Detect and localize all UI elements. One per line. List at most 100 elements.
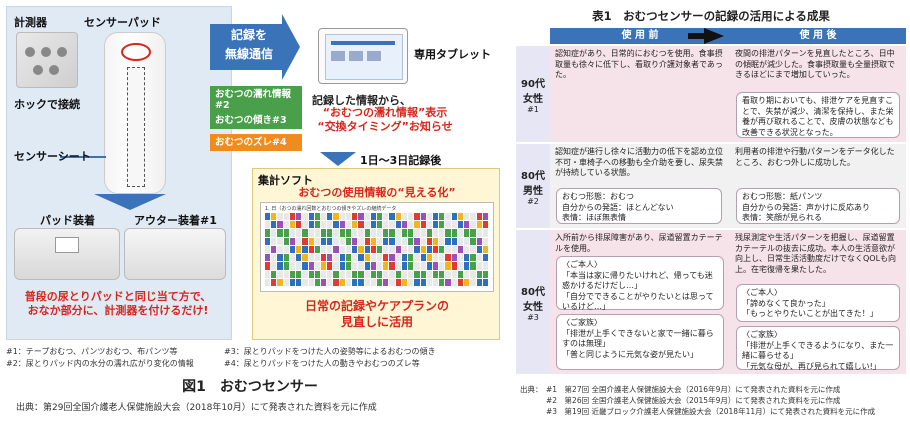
grid-cell — [457, 278, 464, 286]
grid-cell — [426, 254, 432, 262]
review-message: 日常の記録やケアプランの 見直しに活用 — [262, 298, 492, 330]
grid-cell — [464, 262, 470, 270]
grid-chart-title: 1. 日（おつの濡れ回数とおむつの傾きやズレの継続データ — [265, 206, 397, 212]
grid-cell — [345, 245, 352, 254]
grid-cell — [476, 245, 482, 254]
grid-cell — [426, 213, 432, 221]
wet-info-line: “おむつの濡れ情報”表示 — [322, 106, 448, 119]
grid-cell — [265, 229, 271, 237]
row3-after: 残尿測定や生活パターンを把握し、尿道留置カテーテルの抜去に成功。本人の生活意欲が… — [735, 233, 897, 274]
col-after: 使 用 後 — [730, 28, 906, 44]
grid-cell — [364, 237, 370, 245]
review-line-1: 日常の記録やケアプランの — [304, 299, 449, 313]
table-source-label: 出典： — [520, 385, 543, 394]
grid-cell — [439, 237, 445, 245]
grid-cell — [352, 237, 358, 245]
grid-cell — [283, 229, 289, 237]
row2-before: 認知症が進行し徐々に活動力の低下を認め立位不可・車椅子への移動も全介助を要し、尿… — [555, 147, 723, 177]
grid-cell — [358, 254, 364, 262]
grid-cell — [433, 237, 439, 245]
grid-cell — [383, 270, 389, 278]
grid-cell — [352, 254, 358, 262]
grid-cell — [445, 262, 451, 270]
grid-cell — [439, 221, 445, 229]
red-message-line-2: おなか部分に、計測器を付けるだけ! — [27, 304, 209, 317]
tag-wet-info: おむつの濡れ情報#2 — [210, 86, 302, 114]
grid-cell — [364, 270, 370, 278]
label-tablet: 専用タブレット — [414, 48, 491, 61]
grid-cell — [451, 237, 457, 245]
grid-cell — [333, 237, 339, 245]
grid-cell — [383, 229, 389, 237]
grid-cell — [377, 221, 383, 229]
grid-cell — [314, 262, 320, 270]
label-sensor-sheet: センサーシート — [14, 150, 91, 163]
grid-cell — [271, 221, 277, 229]
grid-cell — [296, 262, 302, 270]
grid-cell — [283, 270, 289, 278]
grid-cell — [433, 213, 439, 221]
grid-cell — [383, 254, 389, 262]
grid-cell — [377, 262, 383, 270]
row2-ref: #2 — [527, 196, 539, 206]
grid-cell — [464, 237, 470, 245]
grid-cell — [389, 278, 395, 286]
grid-cell — [327, 213, 333, 221]
grid-cell — [426, 221, 432, 229]
grid-cell — [377, 254, 383, 262]
grid-cell — [433, 278, 439, 286]
grid-cell — [389, 221, 395, 229]
review-line-2: 見直しに活用 — [340, 315, 413, 329]
table-results: 表1 おむつセンサーの記録の活用による成果 使 用 前 使 用 後 90代女性#… — [512, 0, 910, 427]
grid-cell — [358, 229, 364, 237]
grid-cell — [426, 229, 432, 237]
grid-cell — [289, 262, 296, 270]
grid-cell — [345, 229, 352, 237]
grid-cell — [345, 221, 352, 229]
grid-cell — [308, 270, 314, 278]
grid-cell — [370, 229, 376, 237]
grid-cell — [370, 278, 376, 286]
grid-cell — [352, 229, 358, 237]
row3-after-box-1: 〈ご本人〉 「諦めなくて良かった」 「もっとやりたいことが出てきた！」 — [736, 284, 900, 322]
grid-cell — [420, 221, 426, 229]
grid-cell — [296, 221, 302, 229]
grid-cell — [333, 278, 339, 286]
grid-cell — [302, 213, 308, 221]
figure-caption: 図1 おむつセンサー — [182, 379, 318, 395]
grid-cell — [352, 278, 358, 286]
grid-cell — [265, 254, 271, 262]
grid-cell — [420, 254, 426, 262]
row1-before: 認知症があり、日常的におむつを使用。食事摂取量も徐々に低下し、看取り介護対象者で… — [550, 46, 730, 142]
grid-cell — [408, 221, 414, 229]
grid-cell — [445, 245, 451, 254]
grid-cell — [289, 245, 296, 254]
grid-cell — [333, 229, 339, 237]
row1-gender: 女性 — [522, 93, 543, 105]
grid-cell — [389, 262, 395, 270]
grid-cell — [439, 254, 445, 262]
grid-cell — [482, 254, 488, 262]
grid-cell — [283, 245, 289, 254]
grid-cell — [289, 213, 296, 221]
grid-cell — [358, 245, 364, 254]
grid-cell — [314, 237, 320, 245]
table-source-2: #2 第26回 全国介護老人保健施設大会（2015年9月）にて発表された資料を元… — [546, 396, 841, 405]
grid-cell — [296, 254, 302, 262]
grid-cell — [265, 245, 271, 254]
grid-cell — [426, 237, 432, 245]
grid-cell — [433, 262, 439, 270]
grid-cell — [265, 278, 271, 286]
wireless-line-2: 無線通信 — [224, 47, 273, 61]
grid-cell — [339, 254, 345, 262]
grid-cell — [327, 237, 333, 245]
row3-age: 80代 — [521, 286, 545, 298]
grid-cell — [389, 254, 395, 262]
grid-cell — [401, 221, 408, 229]
grid-cell — [271, 254, 277, 262]
label-meter: 計測器 — [14, 16, 47, 29]
grid-cell — [426, 245, 432, 254]
grid-cell — [364, 213, 370, 221]
row3-ref: #3 — [527, 312, 539, 322]
exchange-timing-line: “交換タイミング”お知らせ — [317, 120, 453, 133]
